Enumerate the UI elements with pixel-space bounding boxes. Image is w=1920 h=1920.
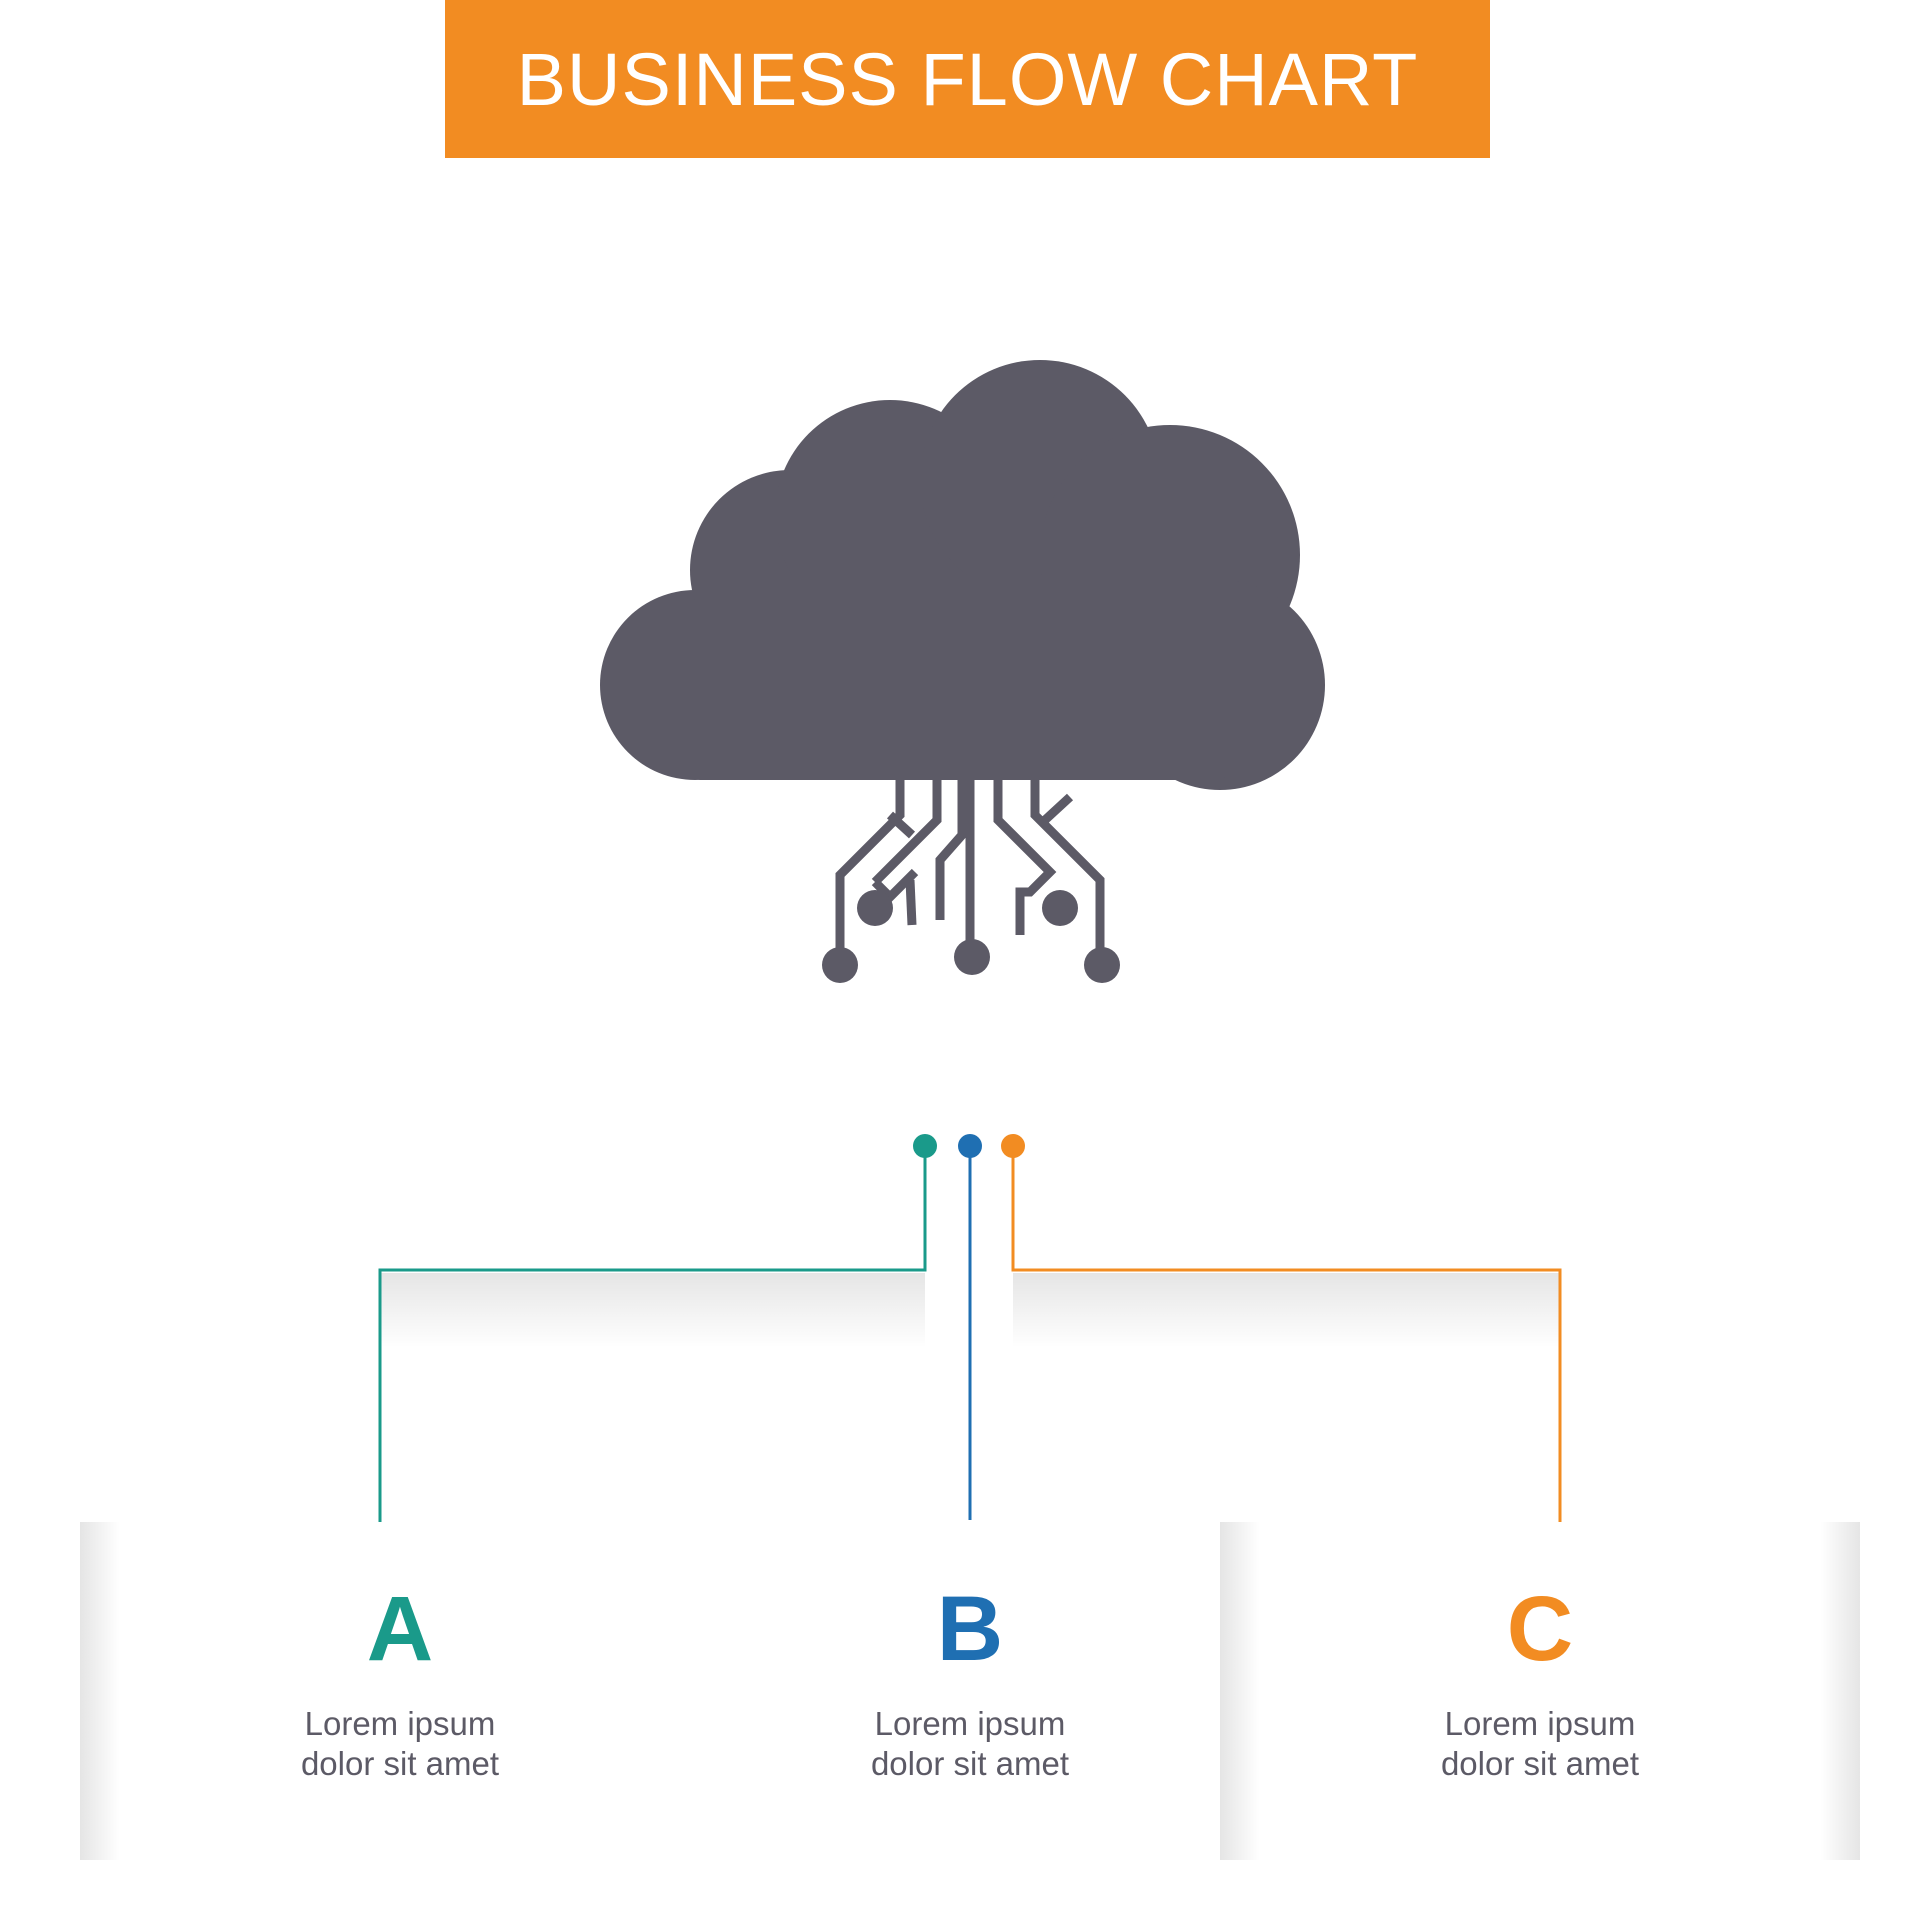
connector-dot-a [913, 1134, 937, 1158]
connector-dot-c [1001, 1134, 1025, 1158]
connector-dot-b [958, 1134, 982, 1158]
step-card-c: C Lorem ipsum dolor sit amet [1220, 1522, 1860, 1860]
title-banner: BUSINESS FLOW CHART [445, 0, 1490, 158]
cloud-circuit-icon [590, 345, 1340, 995]
page-title: BUSINESS FLOW CHART [516, 37, 1419, 121]
connector-c [1011, 1146, 1562, 1540]
connector-shadow-right [1013, 1273, 1561, 1348]
step-description-b: Lorem ipsum dolor sit amet [870, 1705, 1070, 1782]
step-letter-c: C [1506, 1578, 1574, 1680]
step-card-b: B Lorem ipsum dolor sit amet [650, 1522, 1290, 1860]
step-card-a: A Lorem ipsum dolor sit amet [80, 1522, 720, 1860]
connector-shadow-left [380, 1273, 925, 1348]
step-description-a: Lorem ipsum dolor sit amet [300, 1705, 500, 1782]
step-letter-a: A [366, 1578, 434, 1680]
connector-a [378, 1146, 927, 1540]
step-description-c: Lorem ipsum dolor sit amet [1440, 1705, 1640, 1782]
step-letter-b: B [936, 1578, 1004, 1680]
